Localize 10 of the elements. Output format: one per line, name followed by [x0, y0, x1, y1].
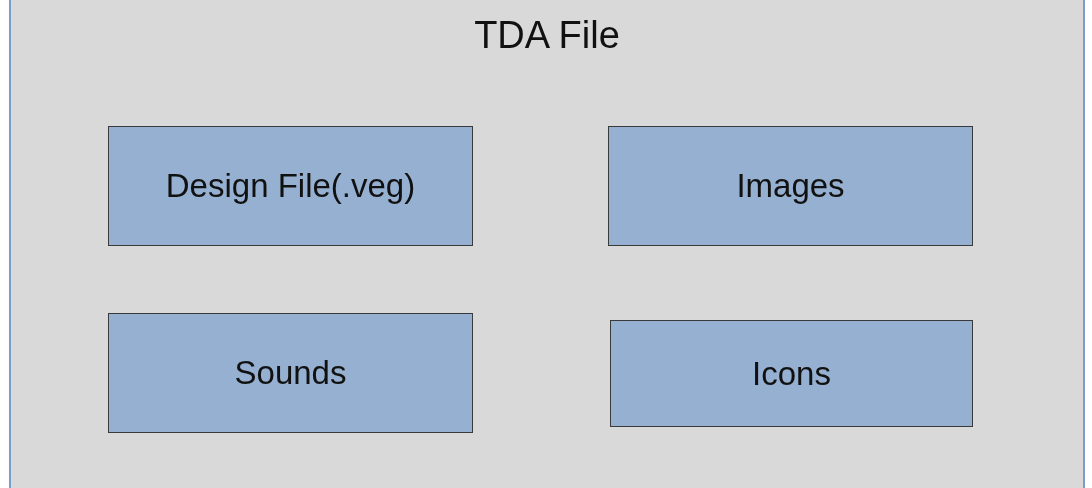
- component-label: Sounds: [234, 354, 347, 392]
- component-box: [108, 126, 473, 246]
- component-label: Images: [736, 167, 845, 205]
- container-title: TDA File: [473, 14, 621, 57]
- component-box: [610, 320, 973, 427]
- component-box: [108, 313, 473, 433]
- component-label: Design File(.veg): [165, 167, 416, 205]
- component-label: Icons: [752, 354, 831, 393]
- component-box: [608, 126, 973, 246]
- container-box: [9, 0, 1085, 488]
